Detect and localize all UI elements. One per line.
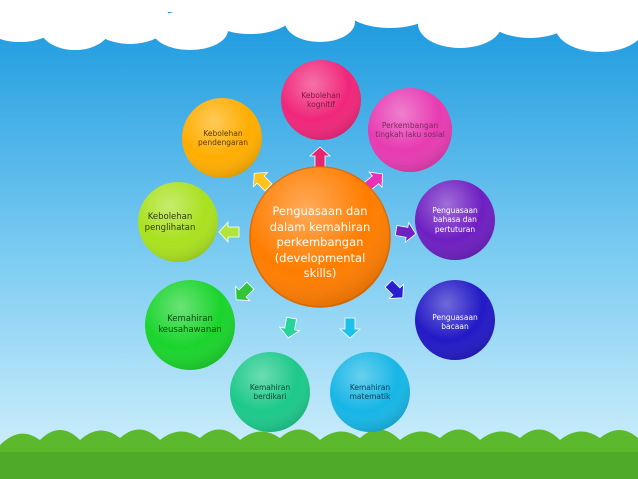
arrow-bahasa — [394, 221, 417, 244]
grass — [0, 429, 638, 479]
circle-sosial — [368, 88, 452, 172]
arrow-matematik — [338, 317, 362, 339]
circle-pendengaran — [182, 98, 262, 178]
circle-matematik — [330, 352, 410, 432]
circle-keusahawanan — [145, 280, 235, 370]
arrow-pendengaran — [253, 172, 273, 192]
arrow-bacaan — [384, 279, 404, 299]
arrow-berdikari — [278, 316, 301, 339]
circle-kognitif — [281, 60, 361, 140]
circle-bahasa — [415, 180, 495, 260]
connector-arrows — [218, 146, 417, 339]
arrow-kognitif — [308, 146, 332, 168]
center-circle — [249, 166, 391, 308]
clouds — [0, 0, 638, 52]
circle-bacaan — [415, 280, 495, 360]
arrow-penglihatan — [218, 220, 240, 244]
arrow-keusahawanan — [235, 281, 255, 301]
circle-berdikari — [230, 352, 310, 432]
skill-circles — [138, 60, 495, 432]
circle-penglihatan — [138, 182, 218, 262]
